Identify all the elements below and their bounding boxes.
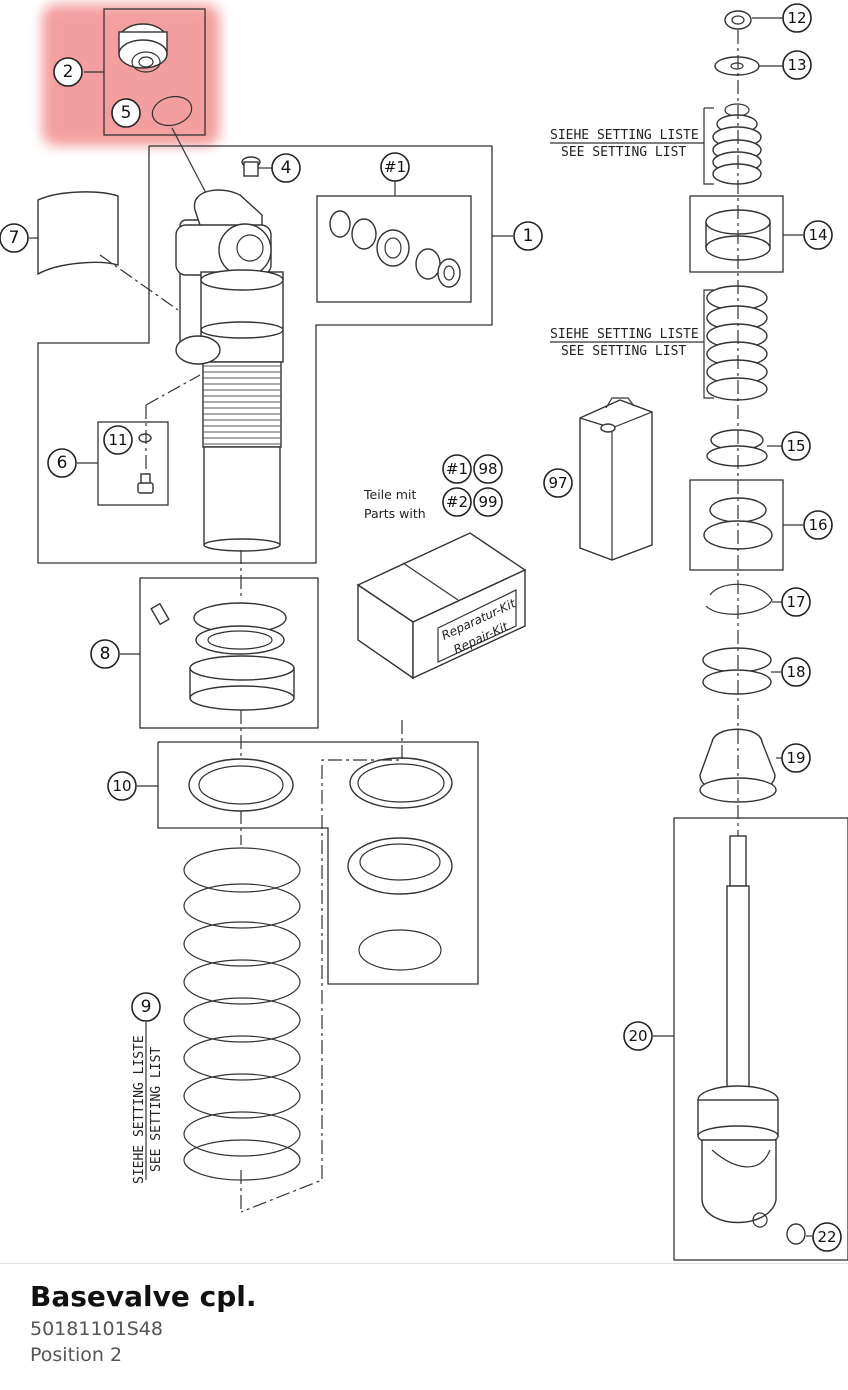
svg-text:9: 9 [141,997,152,1017]
part-info-panel: Basevalve cpl. 50181101S48 Position 2 [30,1278,257,1368]
right-column-parts [673,10,848,1261]
callout-97[interactable]: 97 [543,468,573,498]
callout-10[interactable]: 10 [107,771,137,801]
callout-11[interactable]: 11 [103,425,133,455]
part-number: 50181101S48 [30,1318,163,1340]
callout-99[interactable]: 99 [473,487,503,517]
callout-4[interactable]: 4 [271,153,301,183]
setting-note-en-middle: SEE SETTING LIST [561,344,686,359]
callout-1[interactable]: 1 [513,221,543,251]
svg-text:18: 18 [786,663,805,681]
setting-note-de-top: SIEHE SETTING LISTE [550,128,699,143]
callout-5[interactable]: 5 [111,98,141,128]
valve-screw-part [137,433,154,494]
callout-kit-2-legend[interactable]: #2 [442,487,472,517]
part-position: Position 2 [30,1344,123,1366]
svg-text:98: 98 [478,460,497,478]
svg-text:16: 16 [808,516,827,534]
svg-text:6: 6 [57,453,68,473]
svg-text:19: 19 [786,749,805,767]
spring-adjuster-part [150,602,295,711]
seal-kit-parts [329,210,461,288]
setting-note-de-vertical: SIEHE SETTING LISTE [132,1035,147,1184]
callout-16[interactable]: 16 [803,510,833,540]
svg-text:7: 7 [9,228,20,248]
callout-kit-1[interactable]: #1 [380,152,410,182]
svg-text:10: 10 [112,777,131,795]
spring-retainer-rings [188,757,453,971]
svg-text:11: 11 [108,431,127,449]
setting-note-en-vertical: SEE SETTING LIST [149,1047,164,1172]
protective-sleeve-part [37,191,119,276]
oil-canister-part [579,397,653,561]
callout-20[interactable]: 20 [623,1021,653,1051]
callout-7[interactable]: 7 [0,223,29,253]
o-ring-part [151,95,193,127]
callout-17[interactable]: 17 [781,587,811,617]
svg-text:1: 1 [523,226,534,246]
svg-text:5: 5 [121,103,132,123]
svg-text:97: 97 [548,474,567,492]
callout-22[interactable]: 22 [812,1222,842,1252]
repair-kit-box: Reparatur-Kit Repair-Kit [356,532,527,680]
callout-2[interactable]: 2 [53,57,83,87]
svg-text:12: 12 [787,9,806,27]
callout-9[interactable]: 9 [131,992,161,1022]
svg-text:#1: #1 [446,460,468,478]
setting-note-en-top: SEE SETTING LIST [561,145,686,160]
kit-label-de: Teile mit [363,487,416,502]
valve-cap-part [241,156,261,177]
svg-text:17: 17 [786,593,805,611]
callout-15[interactable]: 15 [781,431,811,461]
basevalve-part [118,23,168,73]
callout-14[interactable]: 14 [803,220,833,250]
callout-kit-1-legend[interactable]: #1 [442,454,472,484]
callout-98[interactable]: 98 [473,454,503,484]
divider [0,1263,848,1264]
svg-text:#2: #2 [446,493,468,511]
callout-6[interactable]: 6 [47,448,77,478]
callout-19[interactable]: 19 [781,743,811,773]
kit-label-en: Parts with [364,506,426,521]
svg-text:20: 20 [628,1027,647,1045]
svg-text:14: 14 [808,226,827,244]
shock-absorber-body [175,189,284,552]
part-title: Basevalve cpl. [30,1280,257,1313]
callout-8[interactable]: 8 [90,639,120,669]
exploded-parts-diagram: SIEHE SETTING LISTE SEE SETTING LIST Tei… [0,3,848,1261]
coil-spring-part [183,847,301,1181]
svg-text:8: 8 [100,644,111,664]
svg-text:#1: #1 [384,158,406,176]
svg-text:2: 2 [63,62,74,82]
callout-13[interactable]: 13 [782,50,812,80]
callout-12[interactable]: 12 [782,3,812,33]
svg-text:4: 4 [281,158,292,178]
selected-part-highlight[interactable] [42,4,220,146]
svg-text:99: 99 [478,493,497,511]
setting-note-de-middle: SIEHE SETTING LISTE [550,327,699,342]
svg-text:22: 22 [817,1228,836,1246]
svg-text:15: 15 [786,437,805,455]
svg-text:13: 13 [787,56,806,74]
callout-18[interactable]: 18 [781,657,811,687]
